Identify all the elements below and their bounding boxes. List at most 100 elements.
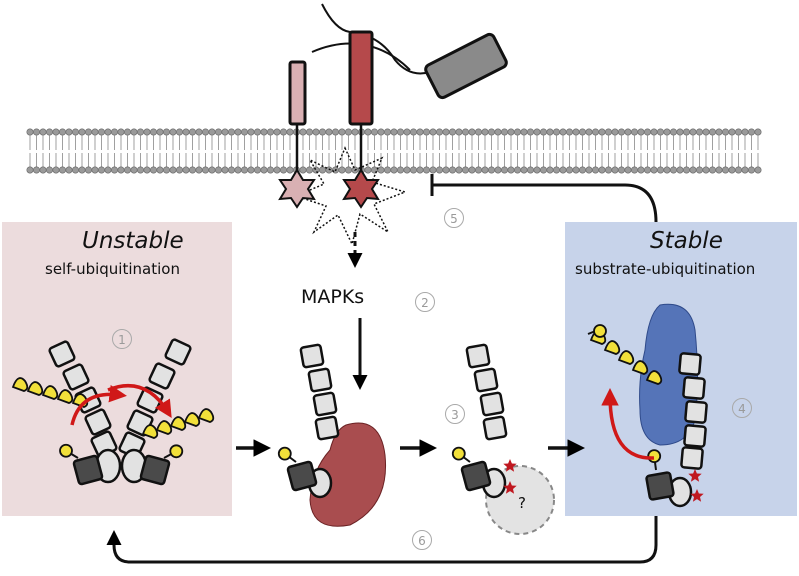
lipid-head	[266, 128, 274, 136]
ligase-ring-domain	[460, 460, 492, 492]
lipid-head	[422, 166, 430, 174]
lipid-head	[176, 128, 184, 136]
lipid-head	[572, 166, 580, 174]
lipid-head	[104, 128, 112, 136]
ligase-tpr-repeat	[148, 362, 176, 390]
ligase-tpr-repeat	[62, 363, 90, 391]
ubiquitin	[277, 446, 292, 461]
lipid-head	[78, 166, 86, 174]
ligand-tail	[321, 3, 431, 75]
lipid-head	[273, 166, 281, 174]
lipid-head	[468, 128, 476, 136]
lipid-head	[539, 128, 547, 136]
lipid-head	[435, 128, 443, 136]
ubiquitin	[56, 389, 74, 404]
lipid-head	[91, 128, 99, 136]
lipid-head	[65, 128, 73, 136]
lipid-head	[130, 166, 138, 174]
lipid-head	[656, 128, 664, 136]
ubiquitin	[183, 412, 201, 427]
ligase-tpr-repeat	[482, 415, 508, 441]
lipid-head	[189, 128, 197, 136]
mapk-label: MAPKs	[301, 286, 365, 308]
lipid-head	[241, 166, 249, 174]
lipid-head	[331, 128, 339, 136]
ubiquitin	[169, 444, 184, 459]
lipid-head	[312, 166, 320, 174]
lipid-head	[32, 128, 40, 136]
lipid-head	[351, 128, 359, 136]
lipid-head	[474, 128, 482, 136]
ub-transfer-arrow-3	[601, 388, 655, 460]
ubiquitin	[155, 420, 173, 435]
lipid-head	[429, 128, 437, 136]
lipid-head	[604, 128, 612, 136]
lipid-head	[254, 166, 262, 174]
lipid-head	[234, 166, 242, 174]
lipid-head	[169, 128, 177, 136]
lipid-head	[637, 166, 645, 174]
lipid-head	[286, 128, 294, 136]
lipid-head	[578, 166, 586, 174]
ubiquitin	[617, 350, 635, 365]
lipid-head	[650, 166, 658, 174]
lipid-head	[682, 166, 690, 174]
lipid-head	[474, 166, 482, 174]
lipid-head	[422, 128, 430, 136]
ligase-tpr-repeat	[84, 408, 112, 436]
lipid-head	[708, 166, 716, 174]
lipid-head	[377, 166, 385, 174]
ligase-tpr-repeat	[465, 343, 491, 369]
ligase-ring-domain	[645, 471, 675, 501]
lipid-head	[143, 166, 151, 174]
ubiquitin	[593, 324, 607, 338]
step-3: 3	[445, 404, 465, 424]
ligase-tpr-repeat	[473, 367, 499, 393]
ubiquitin	[41, 385, 59, 400]
lipid-head	[728, 166, 736, 174]
lipid-head	[721, 166, 729, 174]
lipid-head	[494, 128, 502, 136]
lipid-head	[52, 128, 60, 136]
activation-burst	[293, 146, 408, 247]
lipid-head	[383, 166, 391, 174]
lipid-head	[468, 166, 476, 174]
stable-title: Stable	[650, 228, 723, 254]
lipid-head	[85, 166, 93, 174]
lipid-head	[507, 166, 515, 174]
lipid-head	[305, 166, 313, 174]
lipid-head	[754, 128, 762, 136]
kinase-domain-dark	[342, 168, 380, 209]
lipid-head	[150, 128, 158, 136]
lipid-head	[669, 128, 677, 136]
lipid-head	[266, 166, 274, 174]
lipid-head	[403, 128, 411, 136]
lipid-head	[208, 128, 216, 136]
lipid-head	[494, 166, 502, 174]
ubiquitin	[141, 424, 159, 439]
lipid-head	[299, 128, 307, 136]
lipid-head	[572, 128, 580, 136]
lipid-head	[312, 128, 320, 136]
lipid-head	[695, 128, 703, 136]
lipid-head	[409, 166, 417, 174]
lipid-head	[481, 128, 489, 136]
lipid-head	[390, 166, 398, 174]
lipid-head	[195, 166, 203, 174]
lipid-head	[344, 166, 352, 174]
lipid-head	[598, 166, 606, 174]
lipid-head	[552, 128, 560, 136]
unstable-title: Unstable	[82, 228, 184, 254]
lipid-head	[741, 128, 749, 136]
lipid-head	[520, 166, 528, 174]
cell-membrane	[26, 128, 762, 174]
lipid-head	[747, 166, 755, 174]
lipid-head	[221, 128, 229, 136]
lipid-head	[104, 166, 112, 174]
lipid-head	[643, 128, 651, 136]
lipid-head	[747, 128, 755, 136]
lipid-head	[676, 128, 684, 136]
unstable-subtitle: self-ubiquitination	[45, 260, 180, 278]
lipid-head	[630, 128, 638, 136]
lipid-head	[117, 166, 125, 174]
